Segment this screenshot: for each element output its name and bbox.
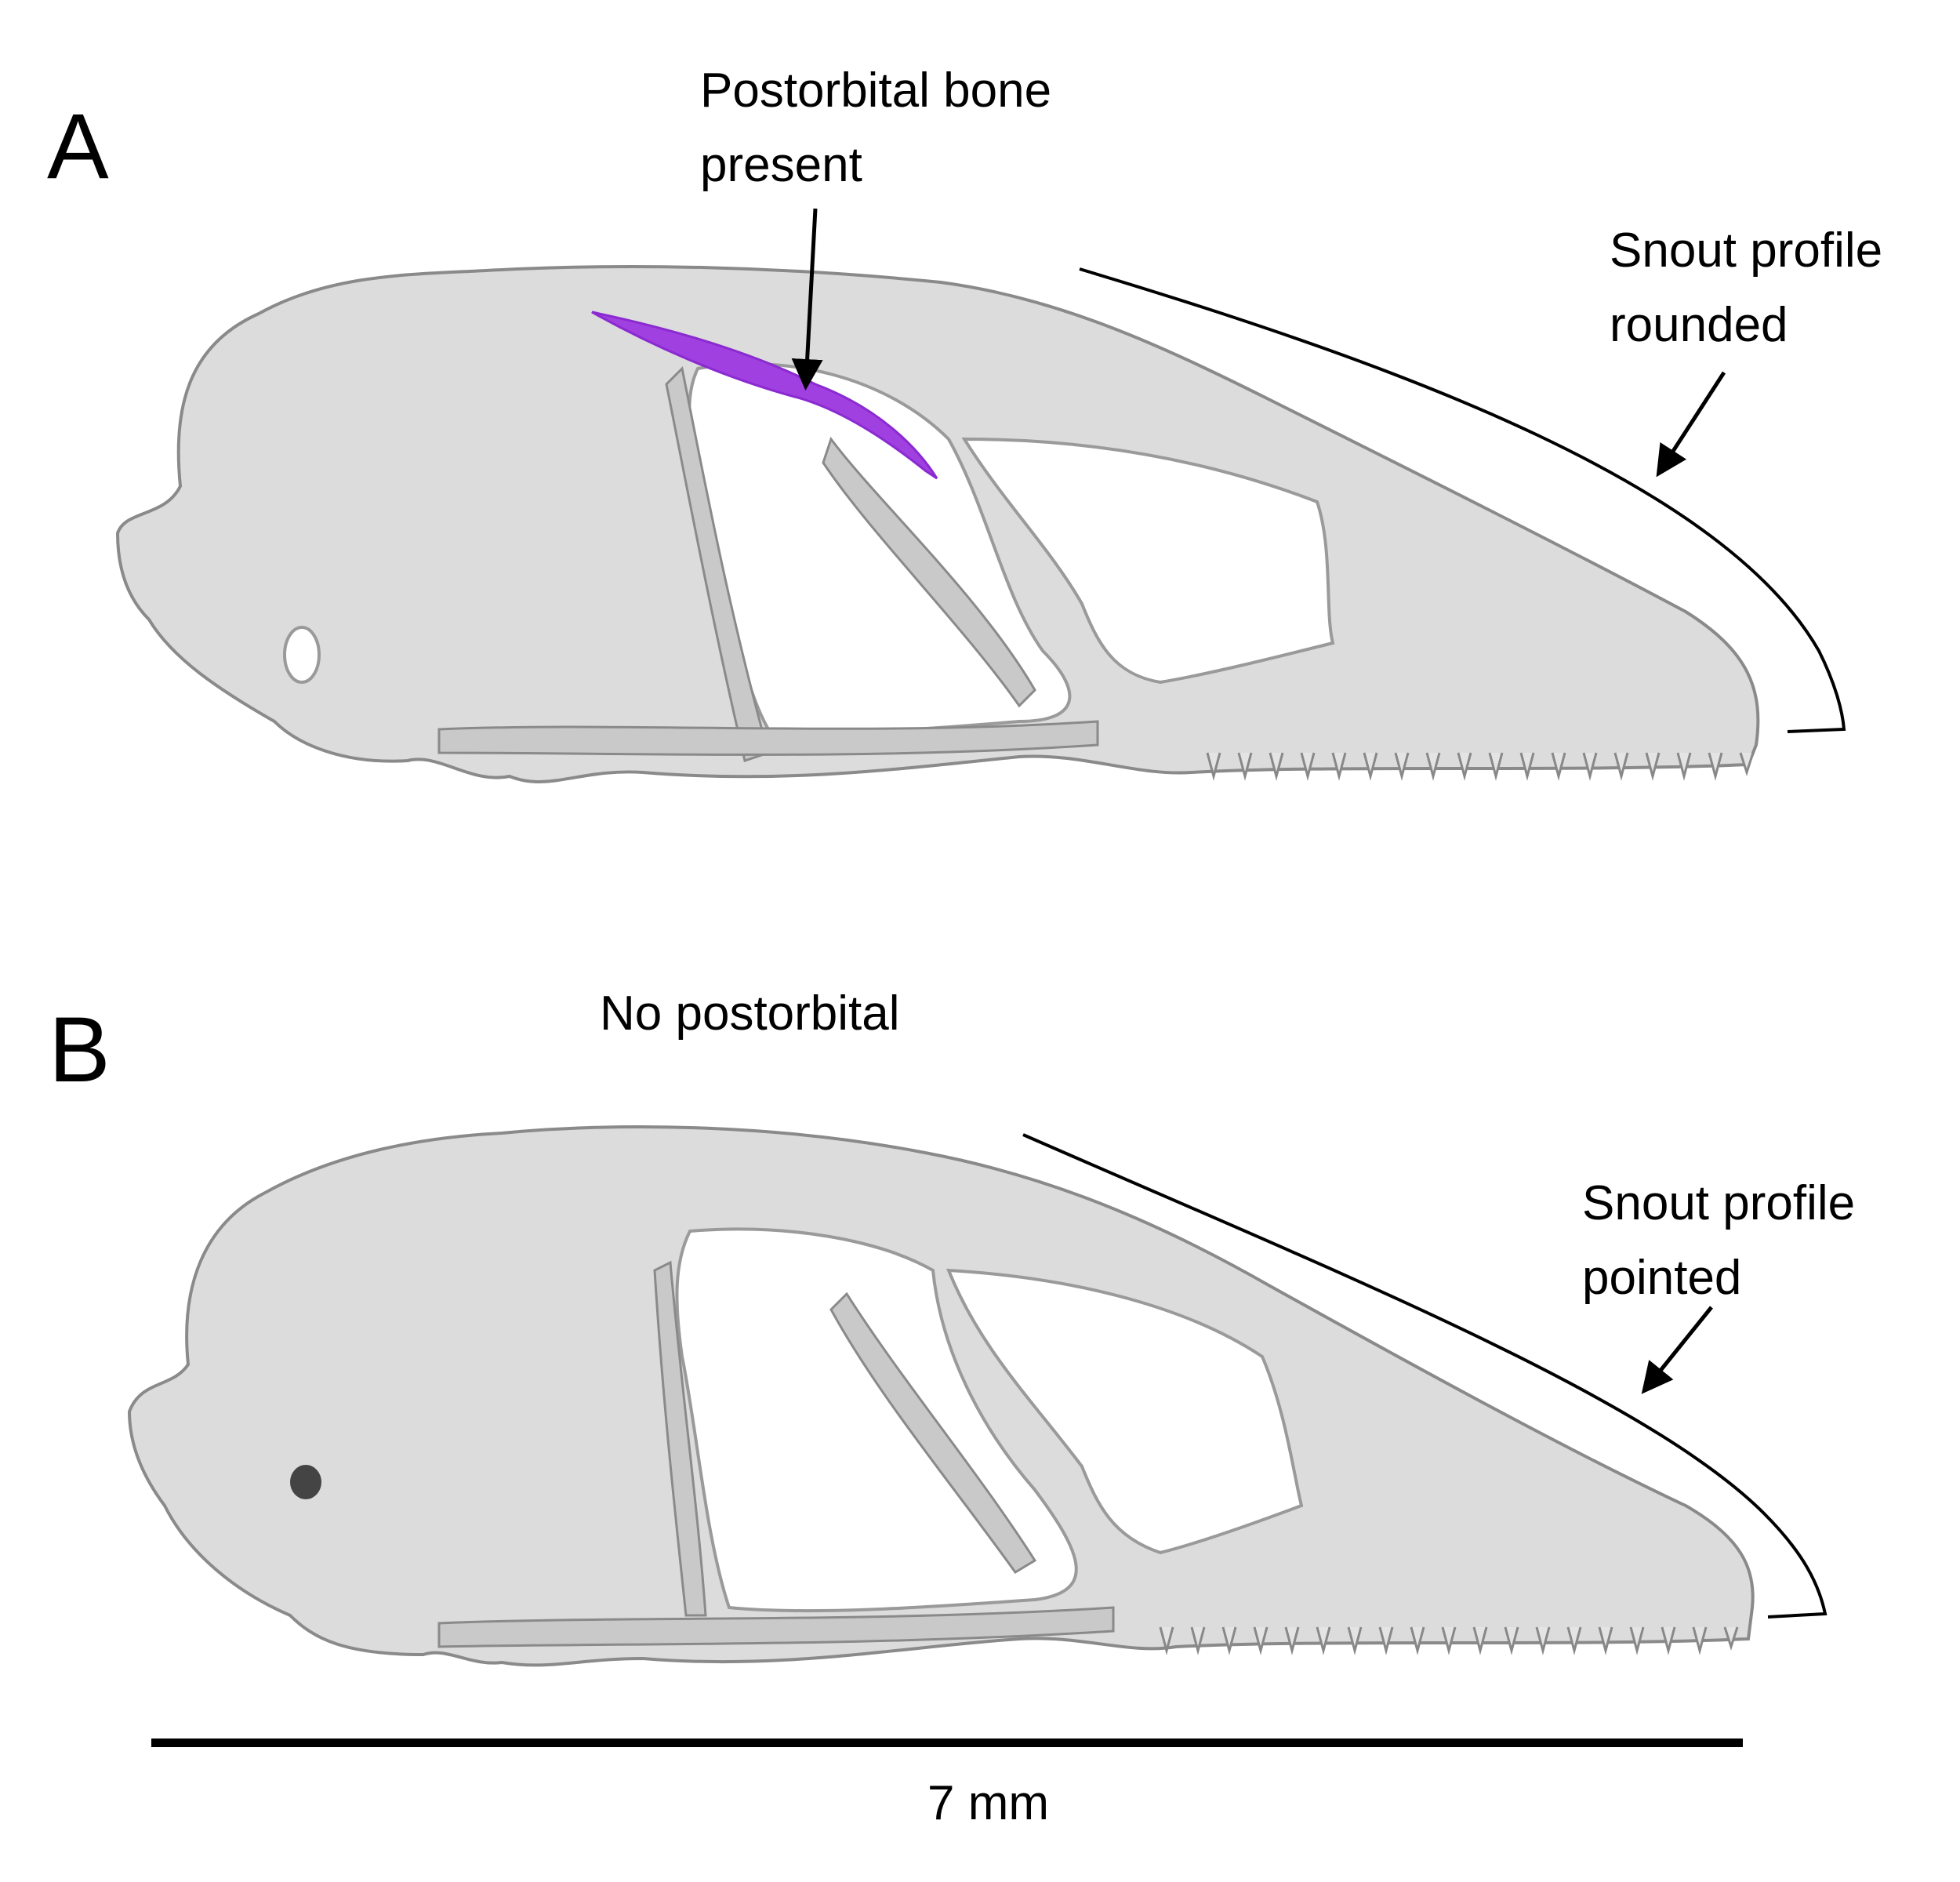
snout-pointed-line2: pointed [1582,1251,1742,1305]
scale-bar-label: 7 mm [927,1776,1049,1830]
snout-rounded-label: Snout profile rounded [1610,213,1882,362]
snout-rounded-line2: rounded [1610,298,1788,352]
snout-rounded-line1: Snout profile [1610,223,1883,278]
snout-profile-curve-b [1022,1133,1828,1619]
no-postorbital-label: No postorbital [600,986,900,1041]
panel-label-b: B [49,998,111,1102]
postorbital-present-label: Postorbital bone present [700,53,1051,202]
snout-profile-curve-a [1079,267,1846,733]
scale-bar [151,1738,1743,1747]
snout-arrow-a [1656,371,1726,478]
panel-label-a: A [47,95,109,198]
postorbital-highlight [591,311,938,480]
snout-pointed-line1: Snout profile [1582,1176,1856,1230]
postorbital-arrow [791,208,823,391]
skull-a-illustration [115,265,1760,783]
snout-pointed-label: Snout profile pointed [1582,1166,1855,1315]
postorbital-label-line2: present [700,138,862,192]
skull-b-illustration [127,1125,1755,1667]
snout-arrow-b [1641,1306,1713,1394]
postorbital-label-line1: Postorbital bone [700,64,1052,118]
